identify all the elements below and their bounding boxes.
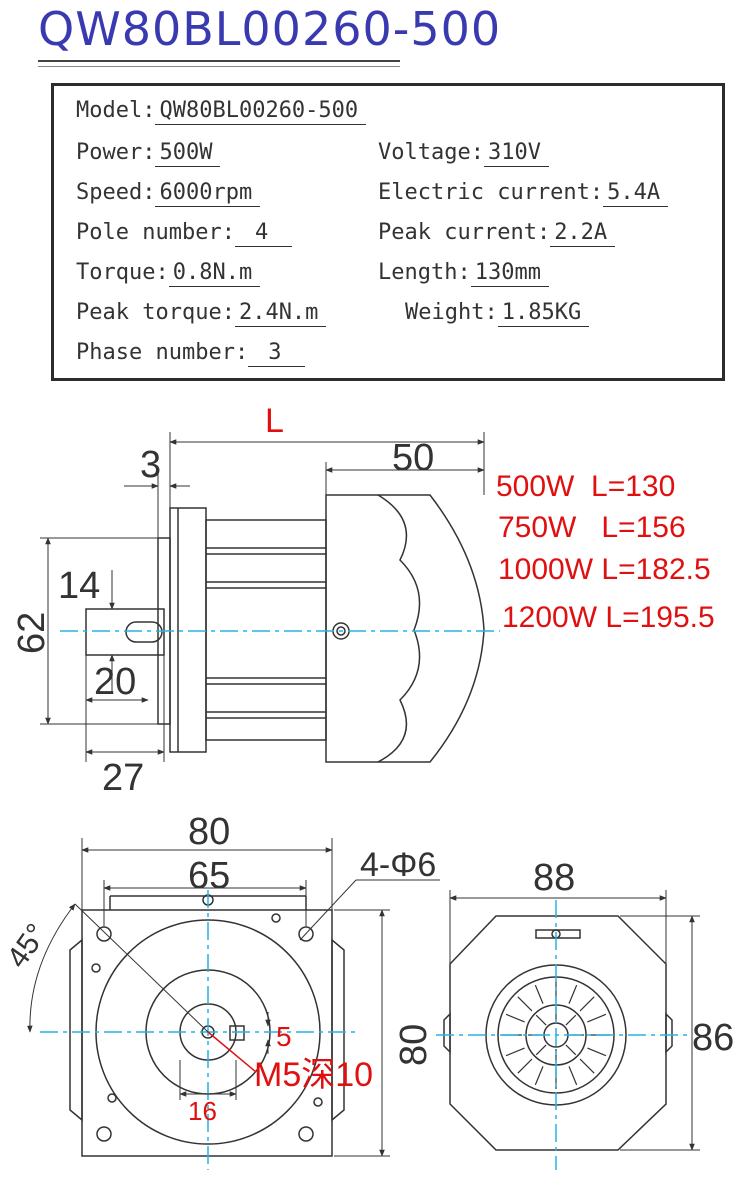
- fan-slot: [587, 1047, 607, 1057]
- spec-peak-torque-label: Peak torque:: [76, 300, 235, 325]
- dim-50: 50: [392, 437, 434, 479]
- spec-phase: Phase number:3: [76, 340, 306, 367]
- thread-callout: M5深10: [254, 1056, 373, 1094]
- spec-current-value: 5.4A: [603, 180, 669, 207]
- spec-power: Power:500W: [76, 140, 221, 167]
- spec-power-value: 500W: [155, 140, 221, 167]
- fan-slot: [534, 1066, 544, 1086]
- model-title: QW80BL00260-500: [38, 2, 502, 56]
- dim-14: 14: [58, 565, 100, 607]
- title-underline-thin: [38, 66, 400, 67]
- spec-speed-value: 6000rpm: [155, 180, 261, 207]
- spec-phase-value: 3: [248, 340, 306, 367]
- dim-80-side: 80: [393, 1024, 435, 1066]
- dim-80-top: 80: [188, 811, 230, 853]
- fan-slot: [517, 996, 533, 1012]
- spec-pole-label: Pole number:: [76, 220, 235, 245]
- spec-torque-label: Torque:: [76, 260, 169, 285]
- dim-5: 5: [276, 1021, 292, 1052]
- shaft-keyway: [125, 621, 163, 643]
- spec-phase-label: Phase number:: [76, 340, 249, 365]
- spec-peak-current-label: Peak current:: [378, 220, 551, 245]
- angle-45: 45°: [1, 918, 54, 974]
- mount-hole-tl: [96, 926, 112, 942]
- spec-length: Length:130mm: [378, 260, 549, 287]
- spec-peak-torque: Peak torque:2.4N.m: [76, 300, 327, 327]
- fan-slot: [505, 1013, 525, 1023]
- fan-slot: [505, 1047, 525, 1057]
- length-row-500w: 500W L=130: [496, 470, 675, 503]
- fan-slot: [534, 984, 544, 1004]
- length-row-750w: 750W L=156: [498, 511, 686, 544]
- spec-length-value: 130mm: [470, 260, 549, 287]
- dim-86: 86: [692, 1017, 734, 1059]
- rear-housing: [449, 915, 667, 1151]
- rear-cap: [325, 494, 485, 763]
- fan-slot: [587, 1013, 607, 1023]
- spec-weight: Weight:1.85KG: [405, 300, 590, 327]
- motor-body: [205, 519, 327, 741]
- spec-voltage-value: 310V: [483, 140, 549, 167]
- spec-weight-value: 1.85KG: [497, 300, 590, 327]
- spec-power-label: Power:: [76, 140, 156, 165]
- dim-16: 16: [188, 1096, 217, 1126]
- spec-model-value: QW80BL00260-500: [155, 98, 367, 125]
- title-underline: [38, 60, 400, 62]
- fan-slot: [568, 1066, 578, 1086]
- fan-slot: [565, 1044, 577, 1056]
- spec-torque-value: 0.8N.m: [168, 260, 261, 287]
- spec-weight-label: Weight:: [405, 300, 498, 325]
- fan-slot: [579, 1058, 595, 1074]
- rear-view: [443, 915, 673, 1151]
- spec-peak-current: Peak current:2.2A: [378, 220, 616, 247]
- dim-3: 3: [140, 444, 161, 486]
- fan-slot: [568, 984, 578, 1004]
- spec-voltage: Voltage:310V: [378, 140, 549, 167]
- thread-leader: [207, 1031, 257, 1073]
- spec-pole: Pole number:4: [76, 220, 293, 247]
- side-view: [85, 494, 485, 763]
- spec-table: [51, 83, 725, 381]
- spec-peak-torque-value: 2.4N.m: [234, 300, 327, 327]
- spec-peak-current-value: 2.2A: [550, 220, 616, 247]
- dim-27: 27: [102, 757, 144, 799]
- dim-20: 20: [94, 661, 136, 703]
- spec-pole-value: 4: [234, 220, 293, 247]
- length-row-1000w: 1000W L=182.5: [498, 553, 711, 586]
- spec-model: Model:QW80BL00260-500: [76, 98, 367, 125]
- dim-65: 65: [188, 855, 230, 897]
- length-row-1200w: 1200W L=195.5: [502, 601, 715, 634]
- spec-length-label: Length:: [378, 260, 471, 285]
- spec-voltage-label: Voltage:: [378, 140, 484, 165]
- spec-speed-label: Speed:: [76, 180, 156, 205]
- shaft: [85, 608, 165, 656]
- mount-hole-tr: [298, 926, 314, 942]
- spec-torque: Torque:0.8N.m: [76, 260, 261, 287]
- fan-slot: [535, 1044, 547, 1056]
- fan-slot: [579, 996, 595, 1012]
- fan-slot: [517, 1058, 533, 1074]
- fan-slot: [535, 1014, 547, 1026]
- spec-current-label: Electric current:: [378, 180, 604, 205]
- dim-88: 88: [533, 857, 575, 899]
- flange: [169, 507, 207, 753]
- length-symbol: L: [265, 402, 284, 440]
- mount-hole-bl: [96, 1126, 112, 1142]
- fan-slot: [565, 1014, 577, 1026]
- spec-model-label: Model:: [76, 98, 156, 123]
- mount-hole-br: [298, 1126, 314, 1142]
- holes-callout: 4-Φ6: [360, 846, 436, 884]
- dim-62: 62: [11, 612, 53, 654]
- spec-current: Electric current:5.4A: [378, 180, 669, 207]
- spec-speed: Speed:6000rpm: [76, 180, 261, 207]
